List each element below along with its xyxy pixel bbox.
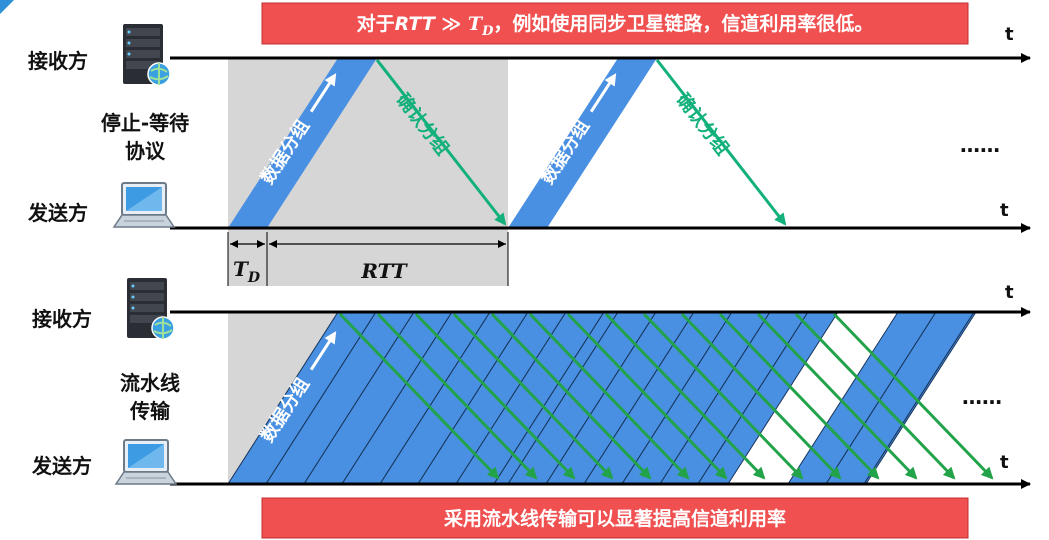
receiver-label-2: 接收方	[32, 307, 92, 331]
ack-label-group-2: 确认分组	[672, 89, 734, 159]
pipeline-ack-arrow-13	[794, 312, 956, 480]
banner-op: ≫	[435, 13, 468, 35]
ack-arrow-2	[655, 59, 787, 226]
pipeline-ack-arrow-6	[528, 312, 690, 480]
banner-d: D	[481, 24, 494, 39]
sender-label-1: 发送方	[27, 201, 88, 225]
top-banner: 对于RTT ≫ TD，例如使用同步卫星链路，信道利用率很低。	[261, 2, 969, 45]
laptop-icon	[114, 439, 178, 485]
ellipsis-1: ……	[960, 133, 1000, 157]
protocol-label-1a: 停止-等待	[101, 111, 189, 135]
banner-rtt: RTT	[395, 13, 437, 35]
protocol-label-1b: 协议	[125, 139, 166, 163]
bottom-banner-text: 采用流水线传输可以显著提高信道利用率	[444, 507, 786, 530]
ack-label-2: 确认分组	[672, 89, 734, 159]
pipeline-ack-arrow-7	[566, 312, 728, 480]
protocol-label-2b: 传输	[129, 399, 171, 423]
pipeline-ack-arrow-12	[756, 312, 918, 480]
laptop-icon	[112, 182, 176, 228]
pipeline-data-arrow-head	[324, 331, 337, 345]
bottom-banner: 采用流水线传输可以显著提高信道利用率	[261, 497, 969, 539]
data-packet-1	[228, 58, 377, 228]
pipeline-ack-arrow-10	[680, 312, 842, 480]
pipeline-ack-arrow-8	[604, 312, 766, 480]
pipeline-ack-arrow-3	[414, 312, 576, 480]
data-arrow-shaft-1	[309, 82, 331, 113]
banner-prefix: 对于	[357, 12, 395, 35]
ack-arrow-1	[375, 59, 507, 226]
td-label: TD	[233, 257, 261, 286]
pipeline-ack-arrow-2	[376, 312, 538, 480]
rtt-label: RTT	[360, 259, 408, 283]
data-arrow-shaft-2	[589, 82, 611, 113]
banner-suffix: ，例如使用同步卫星链路，信道利用率很低。	[493, 12, 873, 35]
axis-t-label-4: t	[1000, 452, 1009, 473]
pipeline-data-arrow-shaft	[309, 340, 331, 371]
td-label-d: D	[247, 270, 261, 286]
data-packet-2	[508, 58, 657, 228]
pipeline-ack-arrow-14	[832, 312, 994, 480]
sender-label-2: 发送方	[31, 454, 92, 478]
corner-accent	[0, 0, 14, 14]
td-label-t: T	[233, 257, 250, 281]
axis-t-label-2: t	[1000, 200, 1009, 221]
pipeline-ack-arrow-9	[642, 312, 804, 480]
pipeline-ack-arrow-11	[718, 312, 880, 480]
banner-t: T	[468, 13, 484, 35]
pipeline-ack-arrow-4	[452, 312, 614, 480]
pipeline-packets	[227, 311, 977, 485]
data-arrow-head-2	[604, 73, 617, 87]
pipeline-ack-arrow-5	[490, 312, 652, 480]
pipeline-acks	[338, 312, 994, 480]
axis-t-label-3: t	[1005, 282, 1014, 303]
server-icon	[127, 278, 175, 340]
receiver-label-1: 接收方	[28, 49, 88, 73]
svg-text:对于RTT ≫ TD，例如使用同步卫星链路，信道利用率很低。: 对于RTT ≫ TD，例如使用同步卫星链路，信道利用率很低。	[357, 12, 874, 39]
server-icon	[123, 24, 171, 86]
axis-t-label-1: t	[1005, 24, 1014, 45]
data-arrow-head-1	[324, 73, 337, 87]
pipeline-ack-arrow-1	[338, 312, 500, 480]
ellipsis-2: ……	[962, 385, 1002, 409]
protocol-label-2a: 流水线	[120, 371, 180, 395]
